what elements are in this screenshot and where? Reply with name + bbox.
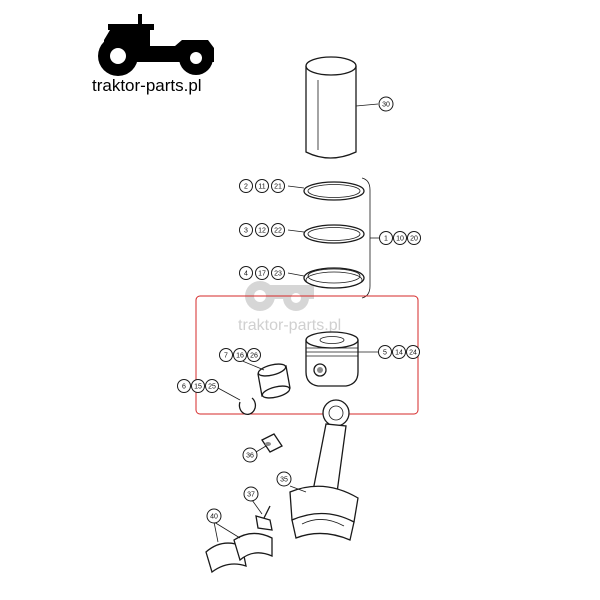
piston-ring-oil (287, 267, 365, 289)
tractor-icon (98, 14, 214, 76)
callout-label: 10 (396, 236, 404, 243)
callout-36[interactable]: 36 (242, 447, 258, 463)
callout-label: 40 (210, 514, 218, 521)
callout-group-top-ring[interactable]: 2 11 21 (239, 179, 285, 193)
callout-label: 24 (409, 350, 417, 357)
callout-label: 20 (410, 236, 418, 243)
callout-37[interactable]: 37 (243, 486, 259, 502)
callout-label: 22 (274, 228, 282, 235)
callout-group-snap-ring[interactable]: 6 15 25 (177, 379, 219, 393)
snap-ring (217, 387, 257, 415)
tractor-logo: traktor-parts.pl (92, 14, 214, 95)
connecting-rod (289, 399, 359, 541)
callout-40[interactable]: 40 (206, 508, 222, 524)
callout-label: 26 (250, 353, 258, 360)
callout-label: 23 (274, 271, 282, 278)
callout-label: 16 (236, 353, 244, 360)
callout-label: 3 (244, 228, 248, 235)
callout-35[interactable]: 35 (276, 471, 292, 487)
callout-label: 35 (280, 477, 288, 484)
callout-group-piston[interactable]: 5 14 24 (378, 345, 420, 359)
callout-label: 12 (258, 228, 266, 235)
small-end-bushing (255, 433, 283, 453)
callout-label: 37 (247, 492, 255, 499)
logo-text: traktor-parts.pl (92, 76, 202, 95)
callout-label: 5 (383, 350, 387, 357)
piston-pin (239, 359, 291, 399)
callout-label: 21 (274, 184, 282, 191)
callout-label: 30 (382, 102, 390, 109)
callout-label: 25 (208, 384, 216, 391)
cylinder-liner (305, 56, 379, 159)
callout-label: 6 (182, 384, 186, 391)
piston-ring-top (287, 181, 365, 201)
callout-label: 14 (395, 350, 403, 357)
callout-label: 36 (246, 453, 254, 460)
callout-label: 2 (244, 184, 248, 191)
callout-label: 1 (384, 236, 388, 243)
callout-group-middle-ring[interactable]: 3 12 22 (239, 223, 285, 237)
callout-30[interactable]: 30 (378, 96, 394, 112)
callout-group-oil-ring[interactable]: 4 17 23 (239, 266, 285, 280)
callout-label: 17 (258, 271, 266, 278)
callout-label: 7 (224, 353, 228, 360)
bearing-shells (205, 521, 273, 574)
watermark: traktor-parts.pl (238, 281, 341, 334)
callout-label: 4 (244, 271, 248, 278)
callout-label: 15 (194, 384, 202, 391)
piston (305, 331, 378, 387)
callout-group-piston-pin[interactable]: 7 16 26 (219, 348, 261, 362)
callout-group-ring-set[interactable]: 1 10 20 (379, 231, 421, 245)
piston-ring-middle (287, 224, 365, 244)
callout-label: 11 (258, 184, 265, 191)
rod-bolt (251, 499, 273, 531)
watermark-text: traktor-parts.pl (238, 317, 341, 334)
